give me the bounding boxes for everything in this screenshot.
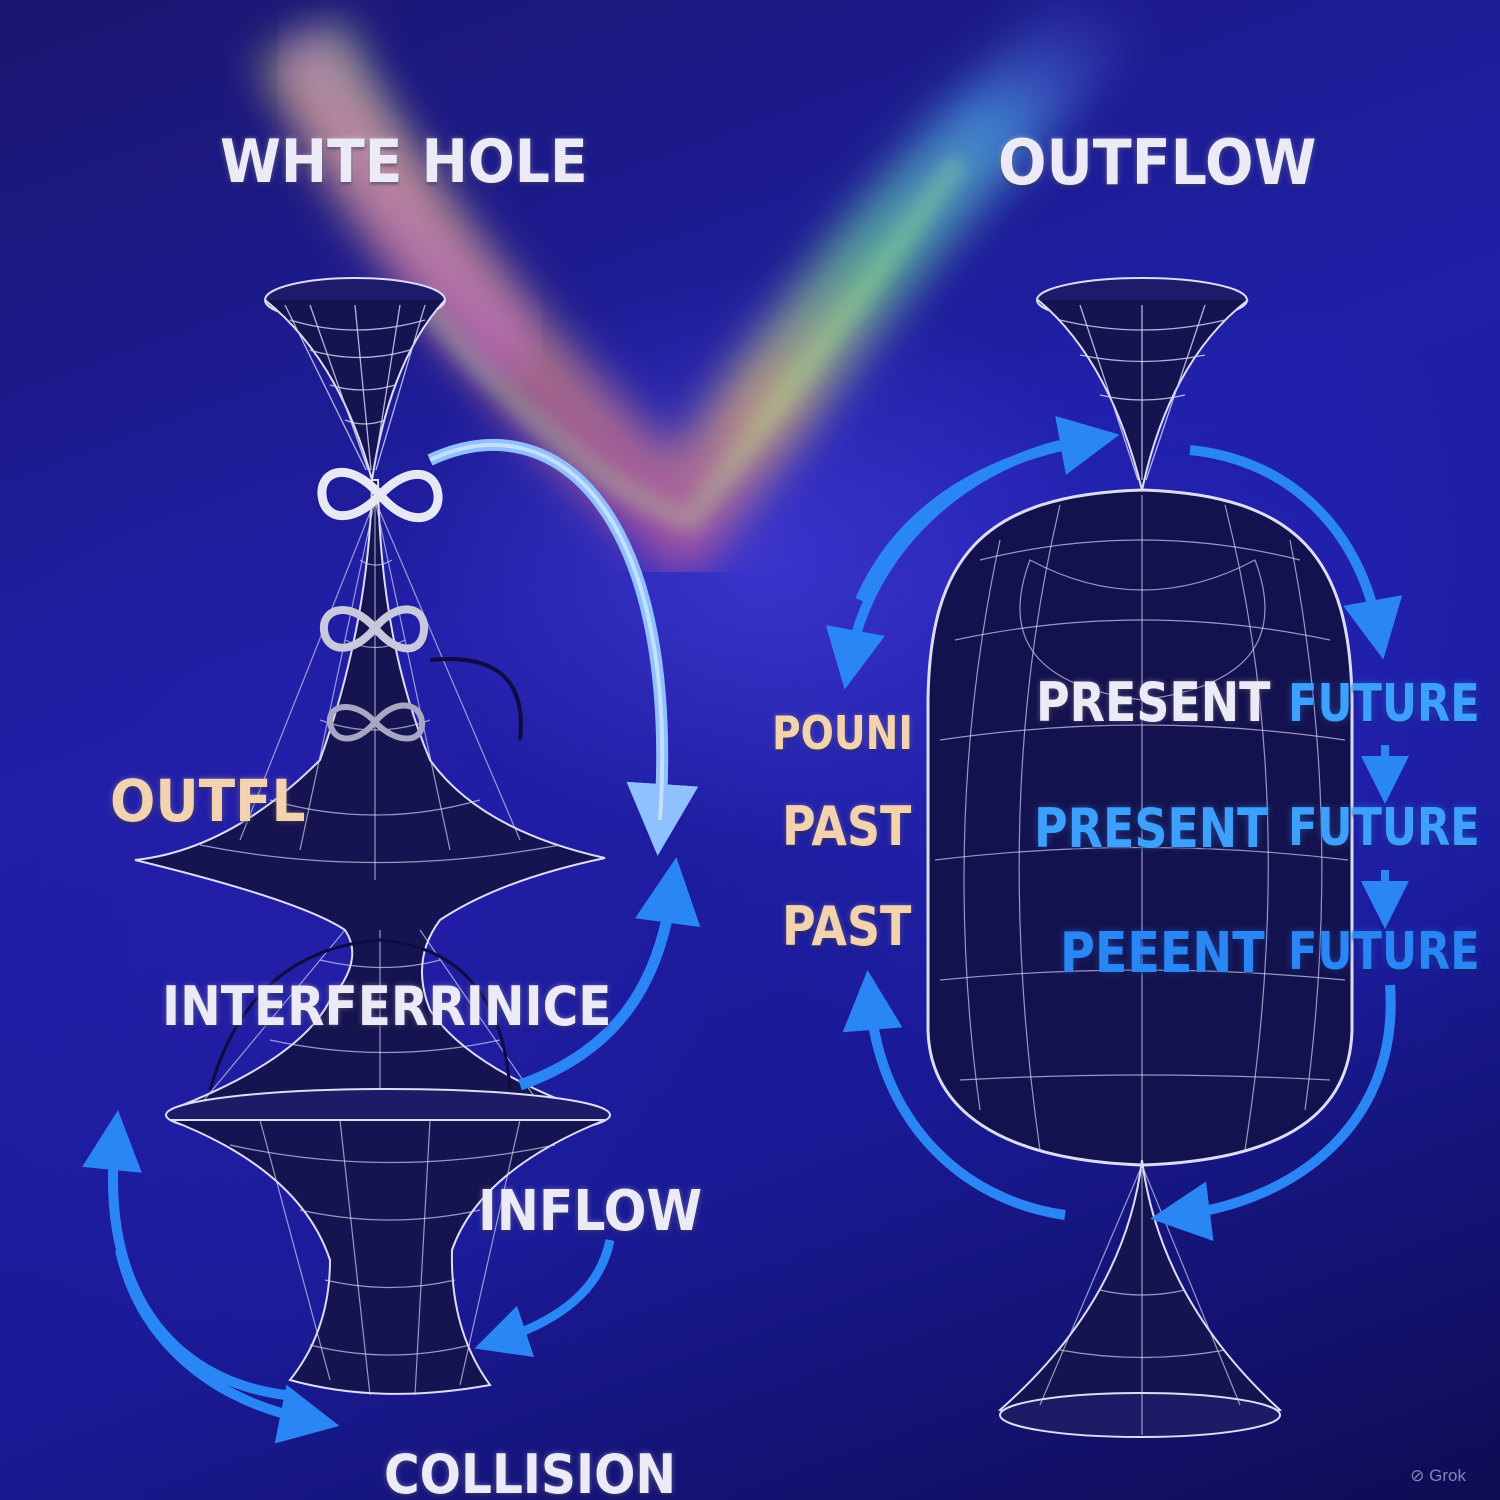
present-label-2: PRESENT <box>1034 797 1269 860</box>
rainbow-nebula <box>259 0 1152 585</box>
collision-label: COLLISION <box>384 1443 677 1500</box>
infinity-symbol-icon <box>317 467 443 523</box>
interference-return-arrow <box>518 857 701 1091</box>
outflow-funnel <box>1036 277 1249 491</box>
inflow-label: INFLOW <box>478 1179 703 1244</box>
pouni-label: POUNI <box>772 706 913 760</box>
right-cycle-arrows <box>825 415 1409 1242</box>
future-label-2: FUTURE <box>1288 798 1480 858</box>
white-hole-funnel-stack <box>134 277 611 1396</box>
outflow-loop-arrow <box>427 439 699 856</box>
grok-watermark: ⊘ Grok <box>1410 1466 1466 1486</box>
infinity-symbol-icon <box>319 605 429 653</box>
outflow-title: OUTFLOW <box>998 126 1317 199</box>
interference-label: INTERFERRINICE <box>162 975 612 1038</box>
inflow-arrow <box>474 1239 615 1358</box>
past-label-2: PAST <box>782 895 912 958</box>
collision-cycle-arrows <box>82 1110 340 1444</box>
grok-logo-icon: ⊘ <box>1410 1466 1425 1485</box>
past-label-1: PAST <box>782 795 912 858</box>
future-label-3: FUTURE <box>1288 922 1480 982</box>
future-label-1: FUTURE <box>1288 674 1480 734</box>
present-label-1: PRESENT <box>1036 671 1271 734</box>
white-hole-title: WHTE HOLE <box>220 127 588 197</box>
grok-watermark-text: Grok <box>1429 1466 1466 1485</box>
present-label-3: PEEENT <box>1060 921 1265 986</box>
infinity-symbol-icon <box>327 702 426 742</box>
outfl-label: OUTFL <box>110 767 306 835</box>
time-capsule-body <box>926 488 1354 1167</box>
